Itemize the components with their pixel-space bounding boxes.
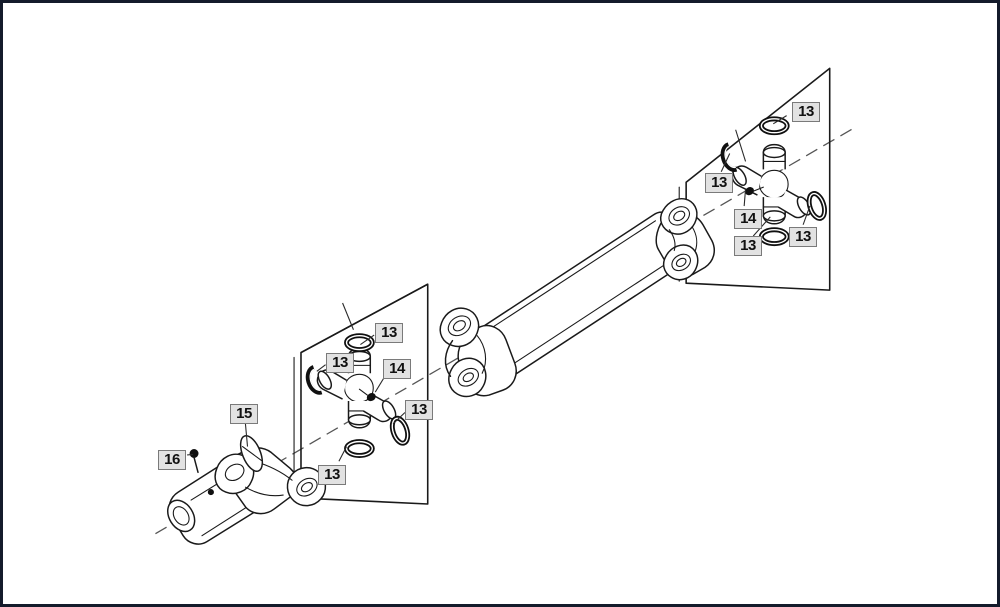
leader-line-c3: [743, 189, 747, 207]
front-tube-yoke: [439, 307, 517, 398]
callout-14-c8[interactable]: 14: [383, 359, 411, 379]
rear-tube-yoke: [655, 197, 715, 281]
callout-13-c6[interactable]: 13: [375, 323, 403, 343]
leader-line-c1: [772, 115, 787, 125]
callout-13-c9[interactable]: 13: [405, 400, 433, 420]
diagram-canvas: .ln{fill:none;stroke:#1a1a1a;stroke-widt…: [155, 67, 855, 545]
leader-line-c11: [244, 420, 249, 447]
callout-16-c12[interactable]: 16: [158, 450, 186, 470]
part-16-grease-fitting: [189, 449, 199, 474]
leader-line-c6: [360, 334, 375, 346]
callout-13-c4[interactable]: 13: [734, 236, 762, 256]
leader-line-c9: [392, 412, 406, 425]
universal-joint-cross-rear: [731, 143, 812, 225]
callout-14-c3[interactable]: 14: [734, 209, 762, 229]
callout-13-c5[interactable]: 13: [789, 227, 817, 247]
leader-line-c10: [338, 446, 348, 462]
callout-15-c11[interactable]: 15: [230, 404, 258, 424]
callout-leader-lines: [187, 115, 811, 462]
part-15-seal-ring: [239, 435, 264, 473]
callout-13-c2[interactable]: 13: [705, 173, 733, 193]
callout-13-c1[interactable]: 13: [792, 102, 820, 122]
leader-line-c2: [720, 153, 731, 172]
callout-13-c10[interactable]: 13: [318, 465, 346, 485]
leader-line-c7: [316, 364, 326, 372]
part-13-snap-rings-front: [305, 333, 411, 458]
callout-13-c7[interactable]: 13: [326, 353, 354, 373]
slip-yoke-assembly: [166, 447, 327, 545]
leader-line-c5: [802, 205, 811, 225]
